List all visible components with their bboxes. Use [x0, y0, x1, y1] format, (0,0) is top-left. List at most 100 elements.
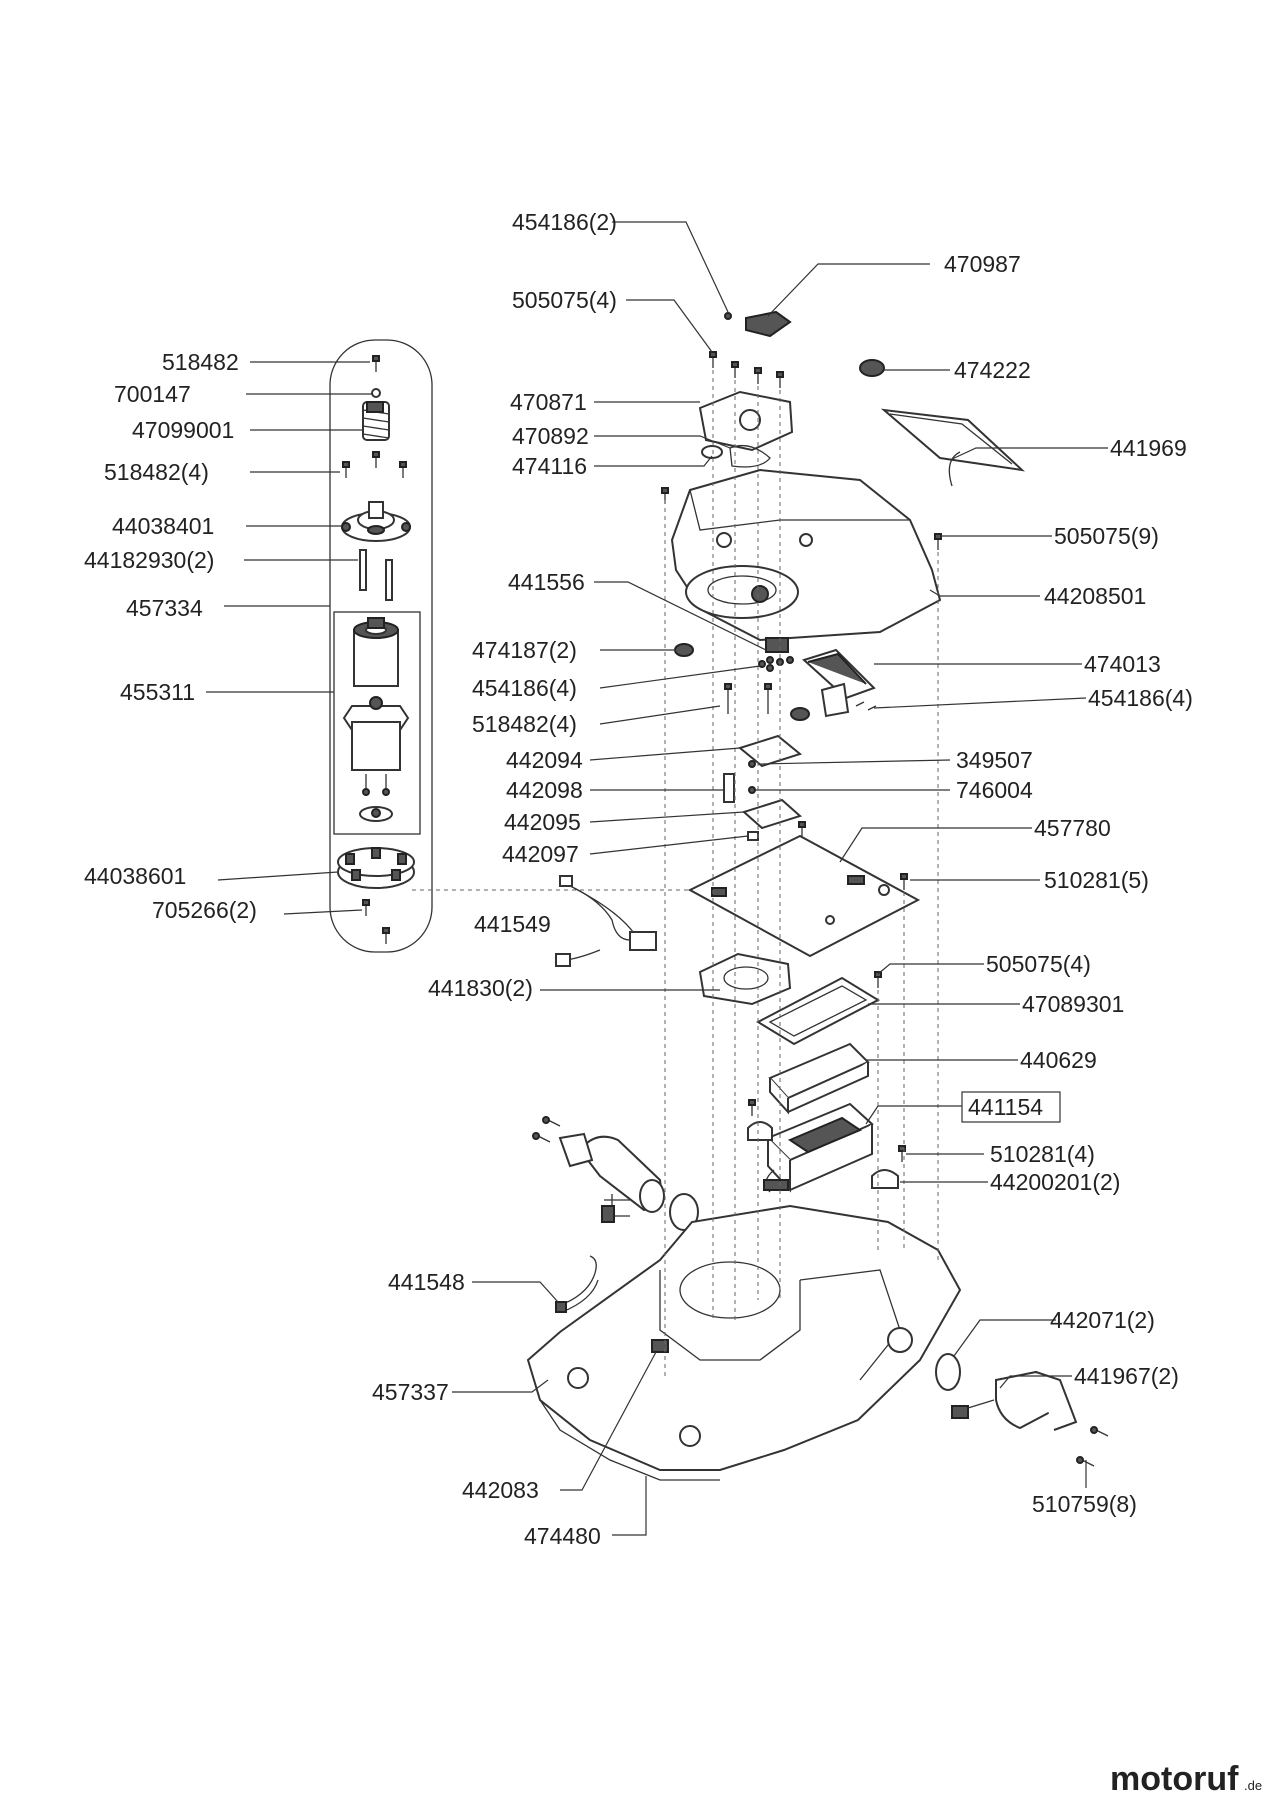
- label-349507: 349507: [956, 747, 1033, 773]
- label-518482-4-left: 518482(4): [104, 459, 209, 485]
- leader-lines: [206, 221, 1108, 1536]
- cable-441548: [555, 1255, 599, 1313]
- washer-700147: [371, 388, 381, 398]
- logo-text: motoruf: [1110, 1760, 1239, 1798]
- label-510281-5: 510281(5): [1044, 867, 1149, 893]
- screws-454186-left: [758, 660, 774, 672]
- label-505075-4-mid: 505075(4): [986, 951, 1091, 977]
- screws-510759-right: [1076, 1426, 1109, 1467]
- label-44038401: 44038401: [112, 513, 214, 539]
- button-474222: [859, 359, 885, 377]
- label-454186-2-top: 454186(2): [512, 209, 617, 235]
- clip-442083: [651, 1339, 669, 1353]
- label-518482: 518482: [162, 349, 239, 375]
- pin-349507: [748, 760, 756, 768]
- label-470871: 470871: [510, 389, 587, 415]
- label-441154: 441154: [968, 1094, 1043, 1120]
- label-441154-box: [961, 1091, 1061, 1123]
- part-442097: [747, 831, 759, 841]
- board-442095: [742, 798, 802, 830]
- label-442098: 442098: [506, 777, 583, 803]
- label-47089301: 47089301: [1022, 991, 1124, 1017]
- pins-44182930: [359, 549, 393, 601]
- connector-442098: [723, 773, 735, 803]
- label-518482-4-mid: 518482(4): [472, 711, 577, 737]
- label-44200201-2: 44200201(2): [990, 1169, 1120, 1195]
- label-474480: 474480: [524, 1523, 601, 1549]
- label-457780: 457780: [1034, 815, 1111, 841]
- label-441830-2: 441830(2): [428, 975, 533, 1001]
- wheel-motor-left: [558, 1132, 665, 1223]
- screws-505075-top: [709, 351, 784, 388]
- label-441556: 441556: [508, 569, 585, 595]
- label-455311: 455311: [120, 679, 195, 705]
- screws-505075-mid: [874, 971, 882, 988]
- label-441969: 441969: [1110, 435, 1187, 461]
- upper-cover-group: [661, 310, 1026, 721]
- alignment-lines: [664, 370, 939, 1380]
- pcb-457780: [687, 834, 921, 958]
- base-group: [526, 1116, 1109, 1481]
- motor-455311: [342, 617, 410, 822]
- chassis-457337: [526, 1204, 962, 1471]
- label-470987: 470987: [944, 251, 1021, 277]
- label-442071-2: 442071(2): [1050, 1307, 1155, 1333]
- motor-assembly-group: [329, 339, 700, 953]
- screws-705266-2: [362, 899, 390, 944]
- screws-518482-4: [342, 451, 407, 478]
- screws-454186-right: [855, 701, 877, 711]
- motor-subassembly-box: [333, 611, 421, 835]
- label-441548: 441548: [388, 1269, 465, 1295]
- gasket-441830: [698, 952, 792, 1006]
- label-746004: 746004: [956, 777, 1033, 803]
- screw-518482: [372, 355, 380, 372]
- screws-510281-4: [748, 1099, 906, 1162]
- screws-510759-left: [532, 1116, 561, 1143]
- plug-474116: [701, 445, 723, 459]
- connector-441556: [765, 637, 794, 666]
- part-labels: 454186(2) 470987 505075(4) 474222 470871…: [84, 209, 1193, 1549]
- screw-454186-top: [724, 312, 732, 320]
- label-457334: 457334: [126, 595, 203, 621]
- label-474116: 474116: [512, 453, 587, 479]
- label-442097: 442097: [502, 841, 579, 867]
- logo-suffix: .de: [1244, 1778, 1262, 1793]
- label-442095: 442095: [504, 809, 581, 835]
- pin-746004: [748, 786, 756, 794]
- motor-plate-44038401: [341, 501, 411, 542]
- decal-441969: [880, 408, 1026, 472]
- label-505075-9: 505075(9): [1054, 523, 1159, 549]
- seal-ring-right: [935, 1353, 961, 1391]
- spring-47099001: [362, 401, 390, 441]
- label-510281-4: 510281(4): [990, 1141, 1095, 1167]
- label-510759-8: 510759(8): [1032, 1491, 1137, 1517]
- label-44182930-2: 44182930(2): [84, 547, 214, 573]
- label-454186-4-left: 454186(4): [472, 675, 577, 701]
- label-441967-2: 441967(2): [1074, 1363, 1179, 1389]
- grommet-474187-right: [790, 707, 810, 721]
- motoruf-logo: motoruf .de: [1110, 1760, 1262, 1798]
- screws-510281-5: [798, 821, 908, 890]
- label-442094: 442094: [506, 747, 583, 773]
- wheel-motor-right: [951, 1370, 1078, 1431]
- label-457337: 457337: [372, 1379, 449, 1405]
- label-440629: 440629: [1020, 1047, 1097, 1073]
- grommet-474187-left: [674, 643, 694, 657]
- label-474187-2: 474187(2): [472, 637, 577, 663]
- pad-440629: [768, 1042, 870, 1100]
- gasket-470892: [729, 444, 771, 468]
- label-441549: 441549: [474, 911, 551, 937]
- label-47099001: 47099001: [132, 417, 234, 443]
- cable-441549: [555, 875, 657, 967]
- electronics-group: [555, 734, 921, 1193]
- label-470892: 470892: [512, 423, 589, 449]
- label-44208501: 44208501: [1044, 583, 1146, 609]
- base-44038601: [337, 847, 415, 889]
- board-442094: [737, 734, 803, 768]
- screws-518482-mid: [724, 683, 772, 714]
- motor-assembly-frame: [329, 339, 433, 953]
- label-442083: 442083: [462, 1477, 539, 1503]
- label-454186-4-right: 454186(4): [1088, 685, 1193, 711]
- label-474013: 474013: [1084, 651, 1161, 677]
